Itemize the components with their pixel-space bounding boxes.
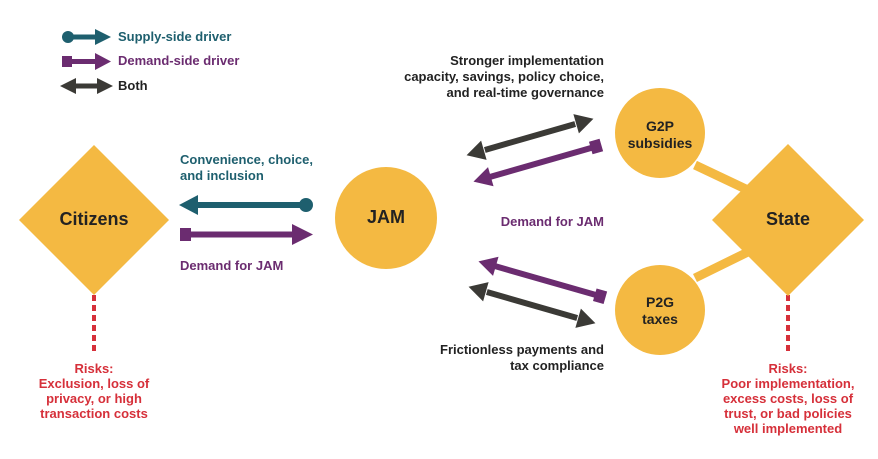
legend-demand-arrow-icon xyxy=(62,53,111,70)
citizens-demand-arrow xyxy=(180,224,313,245)
state-top-label-line-1: Stronger implementation xyxy=(450,53,604,68)
state-bottom-label-line-1: Frictionless payments and xyxy=(440,342,604,357)
state-risks: Risks: Poor implementation, excess costs… xyxy=(700,361,876,436)
state-risks-line-1: Risks: xyxy=(768,361,808,376)
state-bottom-label-line-2: tax compliance xyxy=(510,358,604,373)
g2p-both-arrow xyxy=(466,114,594,160)
p2g-node xyxy=(615,265,705,355)
citizens-risks-line-1: Risks: xyxy=(74,361,114,376)
jam-label: JAM xyxy=(366,207,405,227)
state-top-label-line-3: and real-time governance xyxy=(446,85,605,100)
jam-node xyxy=(335,167,437,269)
citizens-supply-label-line-1: Convenience, choice, xyxy=(180,152,313,167)
state-node xyxy=(712,144,864,296)
state-label: State xyxy=(765,209,810,229)
legend-supply-label: Supply-side driver xyxy=(118,29,232,44)
state-risks-line-4: trust, or bad policies xyxy=(724,406,852,421)
state-top-label: Stronger implementation capacity, saving… xyxy=(380,53,604,101)
state-risks-line-2: Poor implementation, xyxy=(721,376,855,391)
state-bottom-label: Frictionless payments and tax compliance xyxy=(404,342,604,374)
citizens-risks-line-2: Exclusion, loss of xyxy=(38,376,150,391)
legend-supply-arrow-icon xyxy=(62,29,111,45)
p2g-both-arrow xyxy=(468,282,596,328)
g2p-demand-arrow xyxy=(473,138,604,187)
citizens-risks: Risks: Exclusion, loss of privacy, or hi… xyxy=(14,361,174,421)
citizens-demand-label: Demand for JAM xyxy=(180,258,284,273)
g2p-node xyxy=(615,88,705,178)
citizens-label: Citizens xyxy=(59,209,129,229)
citizens-supply-arrow xyxy=(179,195,313,215)
citizens-supply-label: Convenience, choice, and inclusion xyxy=(180,152,313,184)
citizens-risks-line-4: transaction costs xyxy=(40,406,148,421)
citizens-node xyxy=(19,145,169,295)
legend-demand-label: Demand-side driver xyxy=(118,53,240,68)
p2g-label: P2G taxes xyxy=(615,294,705,328)
state-p2g-connector xyxy=(693,245,754,283)
state-g2p-connector xyxy=(693,160,754,197)
g2p-label: G2P subsidies xyxy=(615,118,705,152)
p2g-label-line-2: taxes xyxy=(642,311,678,327)
g2p-label-line-1: G2P xyxy=(645,118,674,134)
p2g-label-line-1: P2G xyxy=(645,294,674,310)
state-top-label-line-2: capacity, savings, policy choice, xyxy=(404,69,604,84)
citizens-supply-label-line-2: and inclusion xyxy=(180,168,264,183)
state-risks-line-3: excess costs, loss of xyxy=(722,391,854,406)
state-demand-label: Demand for JAM xyxy=(500,214,604,229)
p2g-demand-arrow xyxy=(478,256,608,304)
legend-both-label: Both xyxy=(118,78,148,93)
legend-both-arrow-icon xyxy=(60,78,113,94)
state-risks-line-5: well implemented xyxy=(733,421,843,436)
g2p-label-line-2: subsidies xyxy=(627,135,693,151)
citizens-risks-line-3: privacy, or high xyxy=(46,391,142,406)
